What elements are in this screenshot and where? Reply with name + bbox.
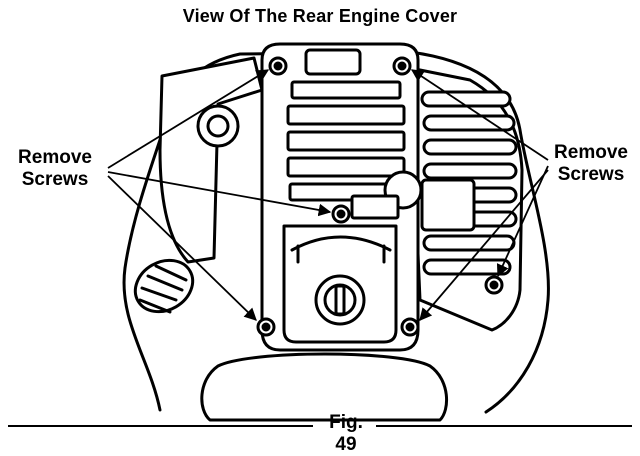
screw-top-right [392, 56, 412, 76]
figure-title: View Of The Rear Engine Cover [182, 6, 458, 26]
leader-arrows [107, 69, 549, 321]
cover-slot [304, 48, 362, 76]
figure-rule-left [8, 425, 313, 427]
callout-right-line2: Screws [557, 164, 625, 185]
screw-bottom-left [256, 317, 276, 337]
figure-rule-right [376, 425, 632, 427]
arrow-right-to-top [410, 69, 549, 161]
arrow-left-to-center [107, 171, 332, 217]
screw-center [331, 204, 351, 224]
lower-handle [200, 352, 449, 422]
arrow-left-to-bottom [107, 175, 257, 321]
side-label-plate [420, 178, 476, 232]
center-bracket [350, 194, 400, 220]
callout-remove-screws-left: Remove Screws [4, 147, 106, 191]
screws [256, 56, 504, 337]
callout-right-line1: Remove [554, 142, 628, 163]
engine-cover-illustration [107, 42, 550, 422]
arrow-left-to-top [107, 69, 270, 169]
adjustment-knob [133, 258, 195, 314]
callout-left-line1: Remove [18, 147, 92, 168]
screw-bottom-right [400, 317, 420, 337]
screw-side-right [484, 275, 504, 295]
starter-pull-handle [314, 274, 366, 326]
primer-bulb [196, 104, 240, 148]
figure-label: Fig. 49 [329, 412, 363, 455]
arrow-right-to-bottom [419, 169, 549, 321]
callout-remove-screws-right: Remove Screws [543, 142, 639, 186]
starter-arc [290, 235, 392, 252]
screw-top-left [268, 56, 288, 76]
arrow-right-to-side [496, 165, 549, 278]
callout-left-line2: Screws [21, 169, 89, 190]
vent-bars [286, 80, 406, 202]
